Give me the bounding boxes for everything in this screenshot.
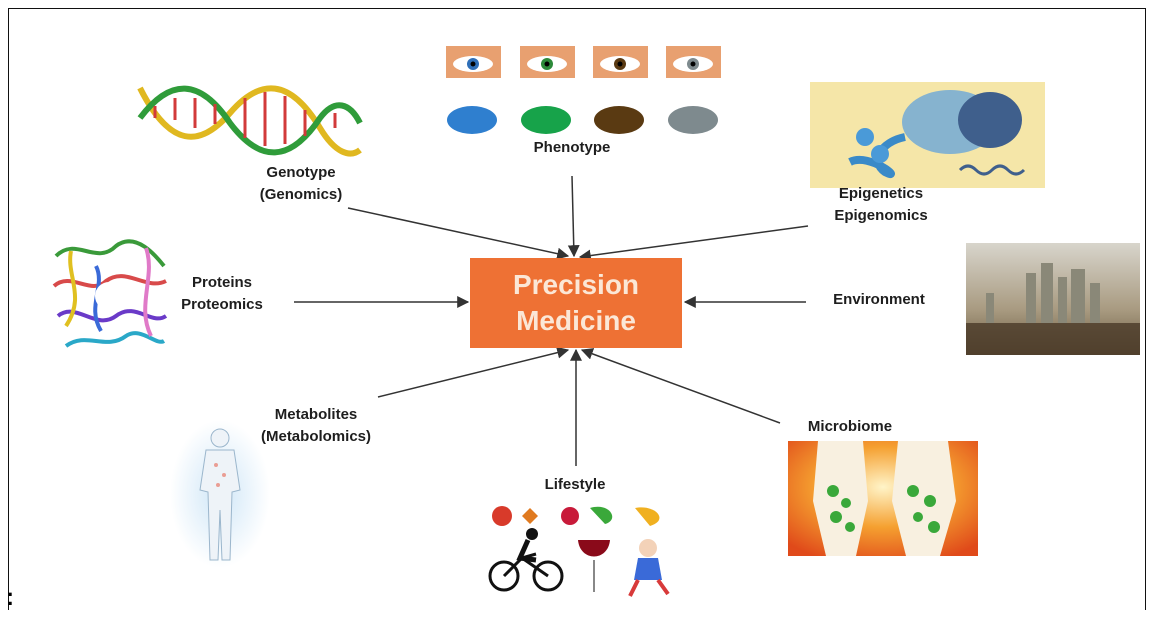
eye-color-icon <box>446 46 721 136</box>
arrow-epigenetics <box>578 225 809 262</box>
center-title-line2: Medicine <box>516 305 636 336</box>
eye-color-swatch <box>521 106 571 134</box>
genotype-line2: (Genomics) <box>259 186 343 203</box>
image-frame <box>8 8 1146 610</box>
eye-color-swatch <box>594 106 644 134</box>
microbiome-label: Microbiome <box>807 418 893 435</box>
chromatin-icon <box>810 82 1045 188</box>
footnote-mark: : <box>6 584 14 611</box>
center-title-line1: Precision <box>512 269 640 300</box>
environment-label: Environment <box>833 291 925 308</box>
lifestyle-label: Lifestyle <box>544 476 606 493</box>
eye-color-swatch <box>668 106 718 134</box>
arrow-genotype <box>347 207 570 260</box>
genotype-label: Genotype (Genomics) <box>246 162 356 206</box>
metabolites-label: Metabolites (Metabolomics) <box>238 404 394 448</box>
proteins-label: Proteins Proteomics <box>162 272 282 316</box>
precision-medicine-box: Precision Medicine <box>470 258 682 348</box>
gut-microbiome-icon <box>788 441 978 556</box>
epigenetics-line2: Epigenomics <box>834 207 928 224</box>
lifestyle-icon <box>488 506 670 597</box>
dna-helix-icon <box>137 85 363 157</box>
phenotype-label: Phenotype <box>533 139 611 156</box>
epigenetics-line1: Epigenetics <box>838 185 924 202</box>
eye-color-swatch <box>447 106 497 134</box>
smog-city-icon <box>966 243 1140 355</box>
epigenetics-label: Epigenetics Epigenomics <box>818 183 944 227</box>
genotype-line1: Genotype <box>266 164 336 181</box>
metabolites-line2: (Metabolomics) <box>260 428 371 445</box>
arrow-phenotype <box>567 175 580 258</box>
proteins-line1: Proteins <box>191 274 252 291</box>
human-body-icon <box>170 420 270 568</box>
metabolites-line1: Metabolites <box>274 406 358 423</box>
proteins-line2: Proteomics <box>181 296 263 313</box>
protein-structure-icon <box>52 239 168 348</box>
arrow-microbiome <box>580 348 781 424</box>
arrow-metabolites <box>377 346 570 398</box>
